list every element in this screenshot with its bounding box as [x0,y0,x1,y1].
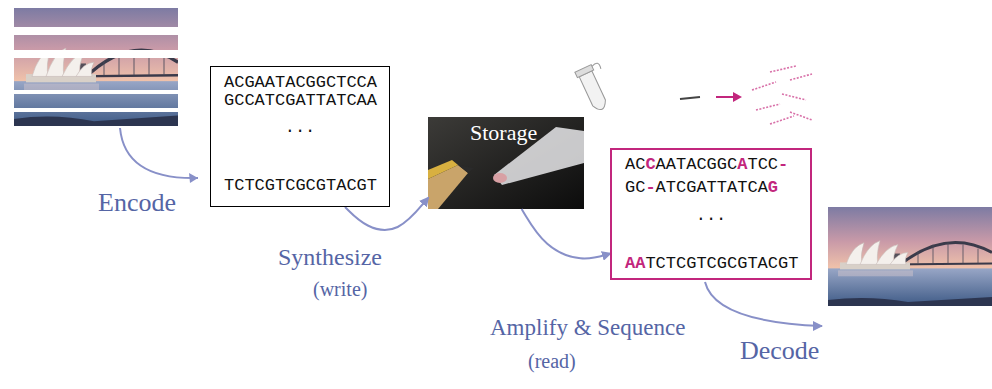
sequence-line: ... [285,118,316,138]
process-arrow [522,209,610,258]
sequence-line: ACCAATACGGCATCC- [625,155,788,175]
amplify-arrow [716,96,734,98]
error-base: AA [625,254,645,273]
base-run: ... [696,206,727,225]
dna-copies [752,66,812,124]
sequence-line: TCTCGTCGCGTACGT [224,176,377,196]
error-base: G [768,178,778,197]
step-note: (write) [313,278,367,301]
error-base: A [737,155,747,174]
step-note: (read) [528,350,576,373]
sliced-photo [14,8,178,126]
base-run: AATACGGC [656,155,738,174]
step-label: Encode [98,188,176,218]
decoded-photo [828,207,992,306]
base-run: TCTCGTCGCGTACGT [645,254,798,273]
base-run: ... [285,118,316,137]
sequence-line: ACGAATACGGCTCCA [224,73,377,93]
error-base: - [645,178,655,197]
sequence-box: ACGAATACGGCTCCAGCCATCGATTATCAA... TCTCGTC… [210,66,390,207]
storage-photo-box: Storage [428,117,584,209]
dna-strand [680,97,700,99]
base-run: ATCGATTATCA [656,178,768,197]
base-run: Storage [470,120,537,145]
base-run: TCC [747,155,778,174]
base-run: GC [625,178,645,197]
base-run: TCTCGTCGCGTACGT [224,176,377,195]
arrow-head [813,321,823,331]
step-label: Synthesize [278,244,382,272]
reads-box: ACCAATACGGCATCC-GC-ATCGATTATCAG...AATCTC… [610,148,812,280]
storage-photo [428,117,584,209]
step-label: Decode [740,336,819,366]
arrow-head [189,173,198,183]
encode-arrow [120,128,198,178]
error-base: - [778,155,788,174]
tube-icon [575,62,617,114]
sequence-line: GC-ATCGATTATCAG [625,178,778,198]
base-run: AC [625,155,645,174]
base-run: GCCATCGATTATCAA [224,91,377,110]
base-run: ACGAATACGGCTCCA [224,73,377,92]
sequence-line: ... [696,206,727,226]
sequence-line: GCCATCGATTATCAA [224,91,377,111]
sequence-line: AATCTCGTCGCGTACGT [625,254,798,274]
box-title: Storage [470,120,537,146]
arrow-head [733,92,742,102]
error-base: C [645,155,655,174]
step-label: Amplify & Sequence [490,315,685,341]
process-arrow [345,198,428,230]
decode-arrow [705,282,822,326]
